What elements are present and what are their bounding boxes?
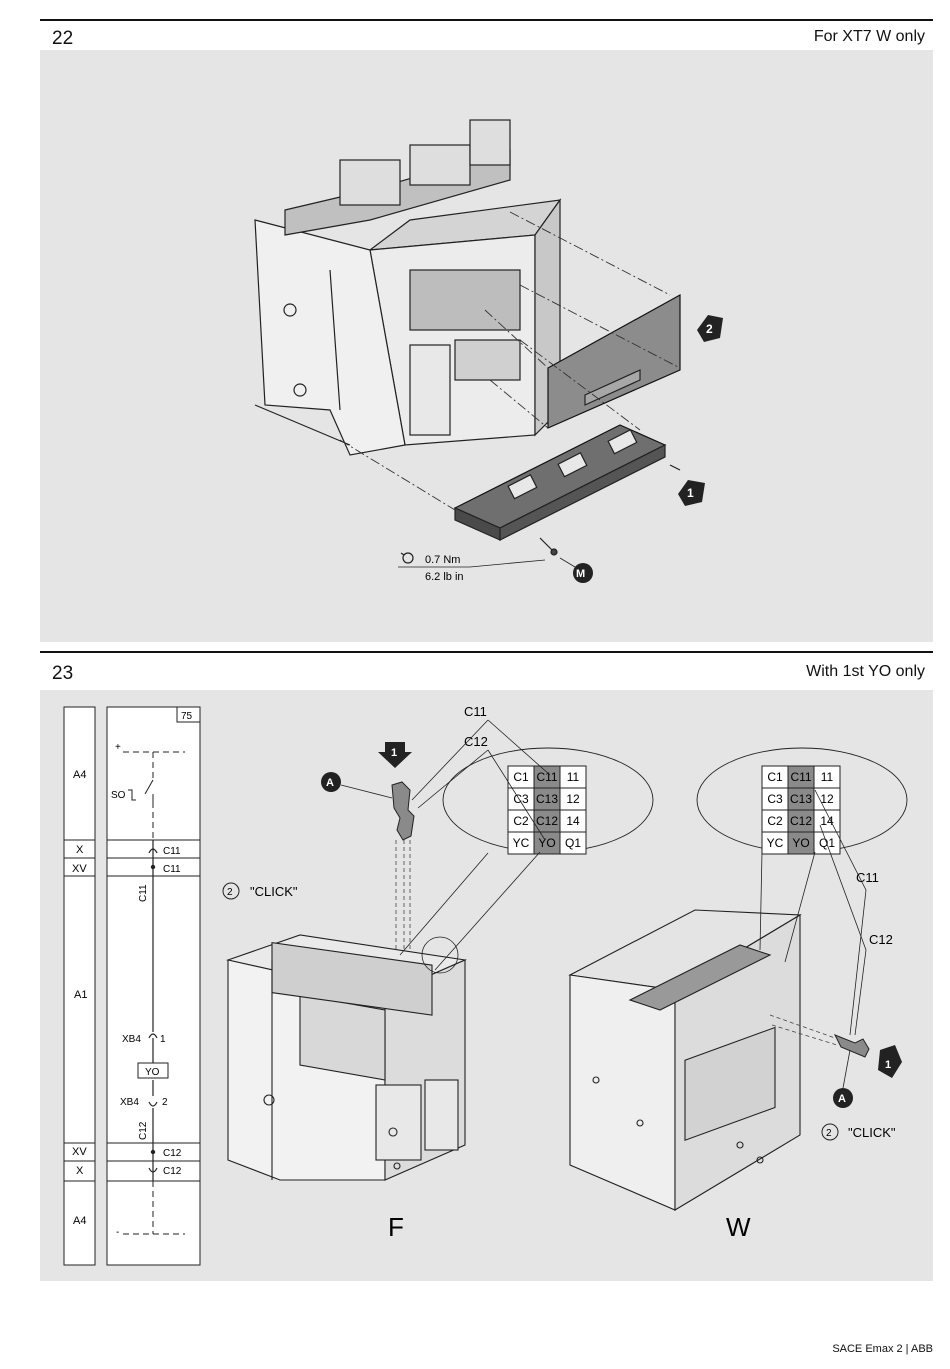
plus-sign: + [115, 742, 121, 753]
svg-text:M: M [576, 568, 585, 580]
terminal-cell-label: C12 [790, 814, 812, 828]
torque-icon [401, 553, 413, 563]
svg-text:1: 1 [687, 486, 694, 500]
c12-callout-w: C12 [869, 932, 893, 947]
callout-2: 2 [697, 315, 723, 342]
zone-xv-bottom: XV [72, 1146, 87, 1158]
terminal-cell-label: YO [792, 836, 809, 850]
terminal-cell-label: YC [767, 836, 784, 850]
wiring-schematic: 75 A4 X XV A1 XV X A4 + - SO [64, 707, 200, 1265]
zone-x-top: X [76, 844, 84, 856]
terminal-cell-label: C2 [767, 814, 783, 828]
step-note-23: With 1st YO only [806, 663, 925, 681]
breaker-withdrawable [570, 910, 800, 1210]
step-number-23: 23 [52, 663, 73, 685]
terminal-cell-label: C13 [536, 792, 558, 806]
svg-text:1: 1 [885, 1059, 891, 1071]
c11-callout-w: C11 [856, 870, 879, 885]
svg-text:"CLICK": "CLICK" [848, 1125, 896, 1140]
c11-wire-label: C11 [138, 884, 149, 902]
terminal-cell-label: C2 [513, 814, 529, 828]
terminal-cell-label: 11 [567, 770, 580, 784]
callout-1: 1 [678, 480, 705, 506]
callout-m: M [573, 563, 593, 583]
callout-1-arrow-w: 1 [878, 1045, 902, 1078]
terminal-cell-label: 14 [820, 814, 834, 828]
click-label-f: 2 "CLICK" [223, 883, 298, 899]
terminal-cell-label: C1 [513, 770, 529, 784]
zone-a4-bottom: A4 [73, 1215, 86, 1227]
callout-a-f: A [321, 772, 392, 798]
terminal-cell-label: 14 [566, 814, 580, 828]
c11-callout-f: C11 [464, 704, 487, 719]
torque-lbin: 6.2 lb in [425, 571, 464, 583]
svg-text:2: 2 [826, 1128, 832, 1139]
illustration-panel-22: 2 1 0.7 Nm 6.2 lb in M [40, 50, 933, 642]
step-note-22: For XT7 W only [814, 28, 925, 46]
pin-2-label: 2 [162, 1097, 168, 1108]
terminal-cell-label: C3 [767, 792, 783, 806]
node-dot-bottom [151, 1150, 155, 1154]
zone-xv-top: XV [72, 863, 87, 875]
c12-label-x: C12 [163, 1166, 182, 1177]
pin-1-label: 1 [160, 1034, 166, 1045]
c12-wire-label: C12 [138, 1121, 149, 1140]
page-footer: SACE Emax 2 | ABB [832, 1343, 933, 1355]
terminal-cell-label: C12 [536, 814, 558, 828]
c11-label-x: C11 [163, 846, 181, 857]
c11-label-xv: C11 [163, 864, 181, 875]
yo-coil-label: YO [145, 1067, 160, 1078]
breaker-fixed [228, 935, 465, 1180]
terminal-cell-label: YC [513, 836, 530, 850]
top-rule-22 [40, 19, 933, 21]
torque-nm: 0.7 Nm [425, 554, 460, 566]
zone-a4-top: A4 [73, 769, 86, 781]
minus-sign: - [116, 1227, 119, 1238]
zone-x-bottom: X [76, 1165, 84, 1177]
terminal-cell-label: Q1 [819, 836, 835, 850]
click-label-w: 2 "CLICK" [822, 1124, 896, 1140]
label-withdrawable: W [726, 1212, 751, 1242]
so-label: SO [111, 790, 126, 801]
xb4-label-bottom: XB4 [120, 1097, 139, 1108]
breaker-cover-illustration: 2 1 0.7 Nm 6.2 lb in M [40, 50, 933, 642]
svg-text:1: 1 [391, 747, 397, 759]
terminal-cell-label: C13 [790, 792, 812, 806]
svg-text:2: 2 [706, 322, 713, 336]
svg-text:2: 2 [227, 887, 233, 898]
step-number-22: 22 [52, 28, 73, 50]
sheet-number: 75 [181, 711, 193, 722]
auxiliary-contact-illustration: 75 A4 X XV A1 XV X A4 + - SO [40, 690, 933, 1281]
callout-a-w: A [833, 1050, 853, 1108]
terminal-cell-label: YO [538, 836, 555, 850]
zone-a1: A1 [74, 989, 87, 1001]
terminal-cell-label: 12 [566, 792, 580, 806]
illustration-panel-23: 75 A4 X XV A1 XV X A4 + - SO [40, 690, 933, 1281]
terminal-cell-label: Q1 [565, 836, 581, 850]
terminal-cell-label: 11 [821, 770, 834, 784]
callout-1-arrow: 1 [378, 742, 412, 768]
label-fixed: F [388, 1212, 404, 1242]
xb4-label-top: XB4 [122, 1034, 141, 1045]
svg-text:A: A [838, 1093, 846, 1105]
terminal-cell-label: C1 [767, 770, 783, 784]
svg-text:"CLICK": "CLICK" [250, 884, 298, 899]
top-rule-23 [40, 651, 933, 653]
c12-label-xv: C12 [163, 1148, 182, 1159]
svg-text:A: A [326, 777, 334, 789]
terminal-cell-label: C11 [790, 770, 811, 784]
node-dot-top [151, 865, 155, 869]
